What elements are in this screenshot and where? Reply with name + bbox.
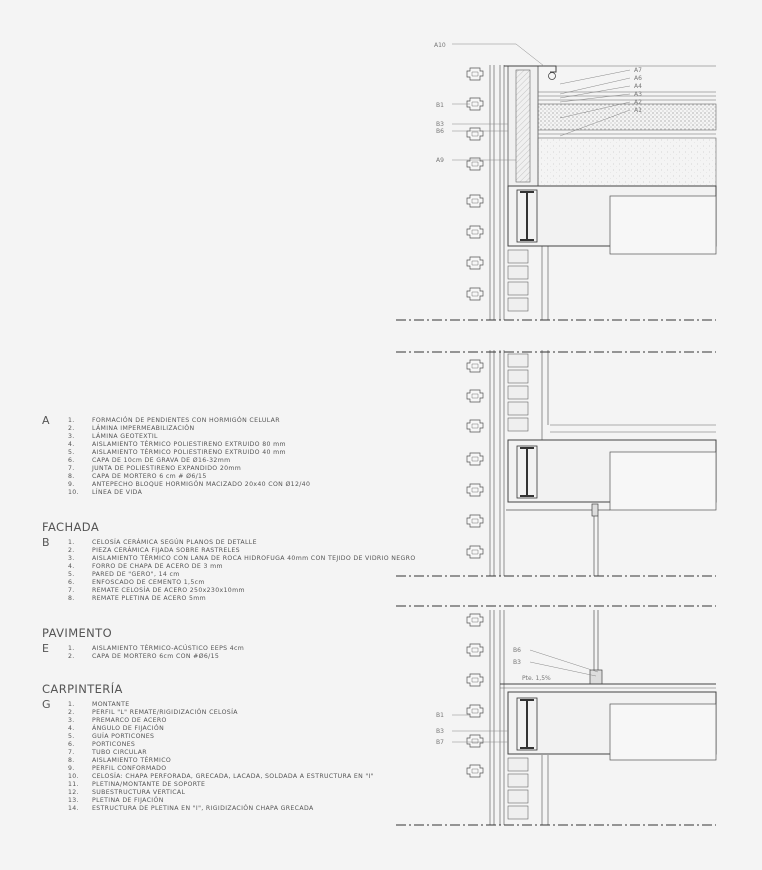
- callout-a9: A9: [436, 157, 444, 164]
- legend-item: 7.JUNTA DE POLIESTIRENO EXPANDIDO 20mm: [68, 465, 242, 472]
- legend-item: 4.AISLAMIENTO TÉRMICO POLIESTIRENO EXTRU…: [68, 441, 286, 448]
- legend-item: 2.PERFIL "L" REMATE/RIGIDIZACIÓN CELOSÍA: [68, 709, 238, 716]
- legend-item: 8.CAPA DE MORTERO 6 cm # Ø6/15: [68, 473, 207, 480]
- legend-item: 10.LÍNEA DE VIDA: [68, 489, 143, 496]
- callout-b6: B6: [436, 128, 444, 135]
- callout-b7: B7: [436, 739, 444, 746]
- leader-lines: [452, 43, 631, 743]
- slab-3: [500, 669, 717, 761]
- legend-item: 5.GUÍA PORTICONES: [68, 733, 155, 740]
- slab-2: [506, 424, 717, 670]
- callout-a6: A6: [634, 75, 642, 82]
- section-letter-a: A: [42, 414, 50, 427]
- legend-item: 8.REMATE PLETINA DE ACERO 5mm: [68, 595, 207, 602]
- section-title-pavimento: PAVIMENTO: [42, 626, 113, 640]
- masonry-wall: [507, 249, 529, 820]
- callout-a10: A10: [434, 42, 446, 49]
- callout-b3-lower-left: B3: [436, 728, 444, 735]
- legend-item: 7.REMATE CELOSÍA DE ACERO 250x230x10mm: [68, 587, 245, 594]
- legend-item: 8.AISLAMIENTO TÉRMICO: [68, 757, 172, 764]
- break-lines: [396, 319, 716, 826]
- legend-item: 6.CAPA DE 10cm DE GRAVA DE Ø16-32mm: [68, 457, 231, 464]
- legend-item: 2.CAPA DE MORTERO 6cm CON #Ø6/15: [68, 653, 220, 660]
- legend-item: 1.AISLAMIENTO TÉRMICO-ACÚSTICO EEPS 4cm: [68, 645, 245, 652]
- section-title-carpinteria: CARPINTERÍA: [42, 682, 123, 696]
- callout-b1: B1: [436, 102, 444, 109]
- legend-item: 2.PIEZA CERÁMICA FIJADA SOBRE RASTRELES: [68, 547, 240, 554]
- legend-item: 3.PREMARCO DE ACERO: [68, 717, 167, 724]
- callout-b6-lower: B6: [513, 647, 521, 654]
- legend-item: 3.AISLAMIENTO TÉRMICO CON LANA DE ROCA H…: [68, 555, 416, 562]
- legend-item: 9.ANTEPECHO BLOQUE HORMIGÓN MACIZADO 20x…: [68, 481, 311, 488]
- callout-b3-lower: B3: [513, 659, 521, 666]
- callout-b3: B3: [436, 121, 444, 128]
- callout-a2: A2: [634, 99, 642, 106]
- section-letter-g: G: [42, 698, 51, 711]
- section-letter-b: B: [42, 536, 50, 549]
- legend-item: 14.ESTRUCTURA DE PLETINA EN "I", RIGIDIZ…: [68, 805, 314, 812]
- legend-item: 13.PLETINA DE FIJACIÓN: [68, 797, 164, 804]
- legend-item: 12.SUBESTRUCTURA VERTICAL: [68, 789, 186, 796]
- callout-a4: A4: [634, 83, 642, 90]
- legend-item: 6.PORTICONES: [68, 741, 136, 748]
- slope-label: Pte. 1,5%: [522, 675, 551, 682]
- legend-item: 1.CELOSÍA CERÁMICA SEGÚN PLANOS DE DETAL…: [68, 539, 257, 546]
- callout-a7: A7: [634, 67, 642, 74]
- legend-item: 7.TUBO CIRCULAR: [68, 749, 147, 756]
- roof-detail: [504, 65, 717, 187]
- section-title-fachada: FACHADA: [42, 520, 100, 534]
- legend-item: 3.LÁMINA GEOTEXTIL: [68, 433, 158, 440]
- legend-item: 1.FORMACIÓN DE PENDIENTES CON HORMIGÓN C…: [68, 417, 280, 424]
- legend-item: 4.FORRO DE CHAPA DE ACERO DE 3 mm: [68, 563, 223, 570]
- callout-b1-lower: B1: [436, 712, 444, 719]
- legend-item: 6.ENFOSCADO DE CEMENTO 1,5cm: [68, 579, 205, 586]
- wall-layers: [489, 65, 549, 825]
- callout-a3: A3: [634, 91, 642, 98]
- legend-item: 5.PARED DE "GERO", 14 cm: [68, 571, 180, 578]
- legend-item: 2.LÁMINA IMPERMEABILIZACIÓN: [68, 425, 195, 432]
- legend-item: 5.AISLAMIENTO TÉRMICO POLIESTIRENO EXTRU…: [68, 449, 286, 456]
- legend-item: 10.CELOSÍA: CHAPA PERFORADA, GRECADA, LA…: [68, 773, 374, 780]
- legend-item: 9.PERFIL CONFORMADO: [68, 765, 167, 772]
- callout-a1: A1: [634, 107, 642, 114]
- slab-1: [507, 185, 717, 255]
- legend-item: 4.ÁNGULO DE FIJACIÓN: [68, 725, 165, 732]
- section-letter-e: E: [42, 642, 49, 655]
- callout-labels: A10 B1 B3 B6 A9 A7 A6 A4 A3 A2 A1 B6 B3 …: [434, 42, 642, 746]
- legend-item: 1.MONTANTE: [68, 701, 130, 708]
- legend-item: 11.PLETINA/MONTANTE DE SOPORTE: [68, 781, 206, 788]
